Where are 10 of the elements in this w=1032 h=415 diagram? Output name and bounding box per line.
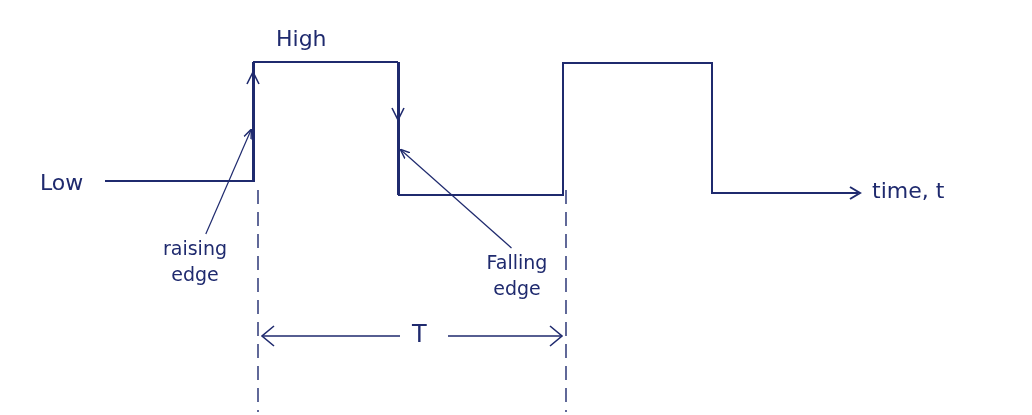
leader-line (399, 148, 513, 249)
signal-edge (252, 62, 255, 182)
axis-label: High (276, 28, 327, 50)
signal-edge (397, 62, 400, 195)
axis-label: T (412, 322, 427, 346)
edge-label: raising edge (150, 236, 240, 296)
edge-label: Falling edge (462, 250, 572, 310)
axis-label: time, t (872, 180, 945, 202)
axis-label: Low (40, 172, 84, 194)
leader-line (205, 128, 253, 235)
